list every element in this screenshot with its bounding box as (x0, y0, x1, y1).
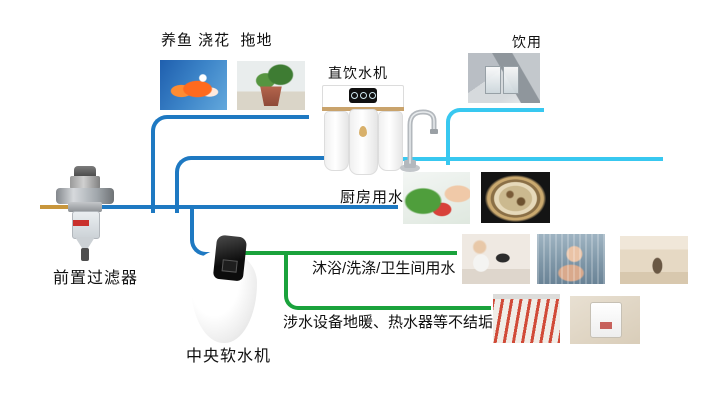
softener-device (189, 234, 259, 344)
photo-soup-pot (481, 172, 550, 223)
pipe-raw-water (40, 205, 76, 209)
glass-shape (485, 66, 502, 94)
prefilter-drain (81, 248, 89, 261)
label-drinking-machine: 直饮水机 (328, 65, 388, 81)
photo-shower (537, 234, 605, 284)
pipe-branch-household (151, 115, 309, 213)
pipe-soft-bath (242, 251, 457, 255)
prefilter-collar (68, 202, 102, 212)
pipe-main-blue (96, 205, 398, 209)
label-bath-water: 沐浴/洗涤/卫生间用水 (312, 260, 456, 277)
label-kitchen-water: 厨房用水 (340, 189, 405, 206)
label-softener: 中央软水机 (186, 348, 272, 365)
label-no-scale: 涉水设备地暖、热水器等不结垢 (283, 314, 494, 331)
heater-badge (599, 321, 613, 330)
filter-cylinder (378, 111, 403, 171)
softener-control-head (212, 234, 248, 282)
glass-shape (502, 66, 519, 94)
label-prefilter: 前置过滤器 (53, 270, 139, 287)
photo-washing-vegetables (403, 172, 470, 224)
photo-water-glasses (468, 53, 540, 103)
pipe-soft-heating (284, 255, 491, 310)
photo-floor-heating (493, 294, 560, 343)
filter-cylinder (349, 109, 378, 175)
prefilter-device (56, 166, 114, 266)
softener-screen (221, 259, 238, 273)
photo-bathroom (620, 236, 688, 284)
droplet-logo (359, 126, 367, 137)
drinking-machine-device (322, 85, 404, 175)
prefilter-cap (74, 166, 96, 178)
heater-shape (589, 301, 623, 339)
prefilter-neck (70, 176, 100, 189)
label-household-uses: 养鱼 浇花 拖地 (161, 32, 273, 49)
photo-potted-plant (237, 61, 305, 110)
filter-cylinder (324, 111, 349, 171)
photo-family-bath (462, 234, 530, 284)
prefilter-red-band (73, 220, 89, 226)
photo-goldfish (160, 60, 227, 110)
photo-water-heater (570, 296, 640, 344)
drinking-machine-display (349, 88, 377, 103)
prefilter-cartridge (72, 211, 100, 239)
pipe-purified-drinking (446, 108, 544, 165)
prefilter-body (56, 188, 114, 204)
pipe-branch-drinking-machine (175, 156, 339, 213)
label-drinking: 饮用 (512, 34, 542, 50)
flower-pot (260, 86, 282, 107)
faucet-icon (400, 109, 438, 172)
